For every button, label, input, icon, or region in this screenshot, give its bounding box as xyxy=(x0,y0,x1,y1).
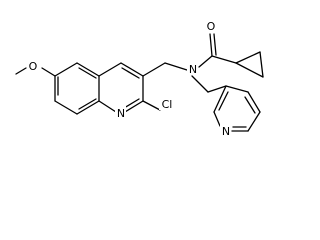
label-bg-amide-n xyxy=(187,62,198,75)
bond-cp-c-a xyxy=(235,62,264,78)
bond-c7-c8 xyxy=(54,100,78,115)
bond-c2-n1-double xyxy=(123,98,140,109)
bond-c4-c3-double xyxy=(121,67,140,79)
atom-label-quinoline-n: N xyxy=(117,107,125,120)
bond-c8-c8a xyxy=(76,100,100,115)
bond-n-carbonyl xyxy=(198,55,213,68)
bond-py-c2-c3 xyxy=(213,85,227,113)
atom-label-pyridine-n: N xyxy=(222,125,230,138)
atom-label-methoxy-o: O xyxy=(29,60,38,73)
bond-c4a-c5-double xyxy=(78,67,97,79)
bond-o-c6 xyxy=(41,67,56,77)
bond-c4-c3 xyxy=(120,62,144,77)
bond-c3-ch2 xyxy=(142,62,166,77)
bond-py-c4-c5 xyxy=(247,91,261,113)
atom-label-amide-n: N xyxy=(189,63,197,76)
bonds xyxy=(15,33,264,132)
bond-ch2-n xyxy=(164,62,188,71)
bond-py-n-c2 xyxy=(213,111,221,127)
label-bg-quinoline-n xyxy=(115,106,126,119)
bond-carbonyl-o xyxy=(209,33,213,57)
bond-carbonyl-cyclopropyl xyxy=(211,55,237,64)
label-bg-carbonyl-o xyxy=(205,19,217,32)
bond-cp-a-b xyxy=(235,51,261,64)
bond-ch2b-py3 xyxy=(207,85,227,93)
bond-methyl-o xyxy=(15,67,27,75)
atom-label-chloro: Cl xyxy=(162,98,173,111)
bond-c8-c8a-double xyxy=(78,98,97,110)
atom-label-carbonyl-o: O xyxy=(207,20,216,33)
bond-c2-n1 xyxy=(124,100,144,113)
bond-py-c5-c6 xyxy=(247,111,261,132)
bond-py-c3-c4 xyxy=(225,85,249,93)
bond-py-c2-c3-double xyxy=(218,91,229,111)
bond-c4a-c5 xyxy=(76,62,100,77)
atom-labels: O N Cl N O N xyxy=(27,19,231,138)
bond-c4a-c4 xyxy=(98,62,122,77)
bond-c6-c5 xyxy=(54,62,78,77)
bond-n1-c8a xyxy=(98,100,117,113)
label-bg-chloro xyxy=(159,97,175,110)
label-bg-pyridine-n xyxy=(220,124,231,137)
bond-py-c4-c5-double xyxy=(244,96,256,114)
label-bg-methoxy-o xyxy=(27,59,39,72)
bond-carbonyl-o-double xyxy=(213,33,217,56)
structure-diagram: O N Cl N O N xyxy=(15,19,264,138)
bond-n-ch2b xyxy=(191,75,209,93)
bond-cp-b-c xyxy=(259,51,264,78)
bond-c2-cl xyxy=(142,100,161,111)
